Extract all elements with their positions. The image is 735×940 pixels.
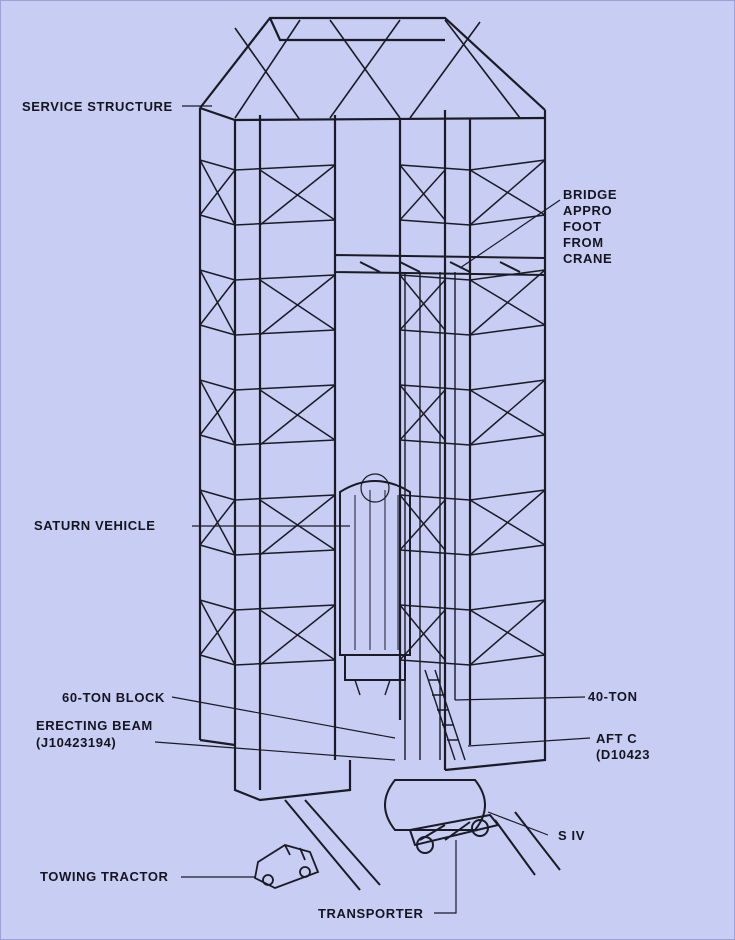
label-bridge-2: FOOT <box>563 219 602 234</box>
label-aft-code: (D10423 <box>596 747 651 762</box>
towing-tractor <box>253 844 320 889</box>
bridge-crane <box>334 253 546 277</box>
label-saturn-vehicle: SATURN VEHICLE <box>34 518 156 533</box>
left-tower <box>198 108 337 790</box>
roof-truss <box>199 16 546 122</box>
label-erecting-beam: ERECTING BEAM <box>36 718 153 733</box>
label-bridge-3: FROM <box>563 235 604 250</box>
right-tower <box>398 110 547 770</box>
saturn-vehicle <box>339 480 411 681</box>
label-towing-tractor: TOWING TRACTOR <box>40 869 169 884</box>
label-bridge-4: CRANE <box>563 251 613 266</box>
label-60-ton-block: 60-TON BLOCK <box>62 690 166 705</box>
leader-aft <box>467 737 591 747</box>
label-erecting-beam-code: (J10423194) <box>36 735 117 750</box>
label-bridge-1: APPRO <box>563 203 613 218</box>
label-service-structure: SERVICE STRUCTURE <box>22 99 173 114</box>
label-bridge-0: BRIDGE <box>563 187 618 202</box>
leader-60ton <box>171 696 396 739</box>
leader-40ton <box>454 696 586 701</box>
label-aft: AFT C <box>596 731 638 746</box>
label-40-ton: 40-TON <box>588 689 638 704</box>
leader-transporter <box>434 840 457 914</box>
label-s-iv: S IV <box>558 828 585 843</box>
leader-erecting <box>154 741 396 761</box>
leader-siv <box>487 811 549 836</box>
base <box>199 738 547 802</box>
label-transporter: TRANSPORTER <box>318 906 424 921</box>
leader-bridge <box>459 199 561 269</box>
